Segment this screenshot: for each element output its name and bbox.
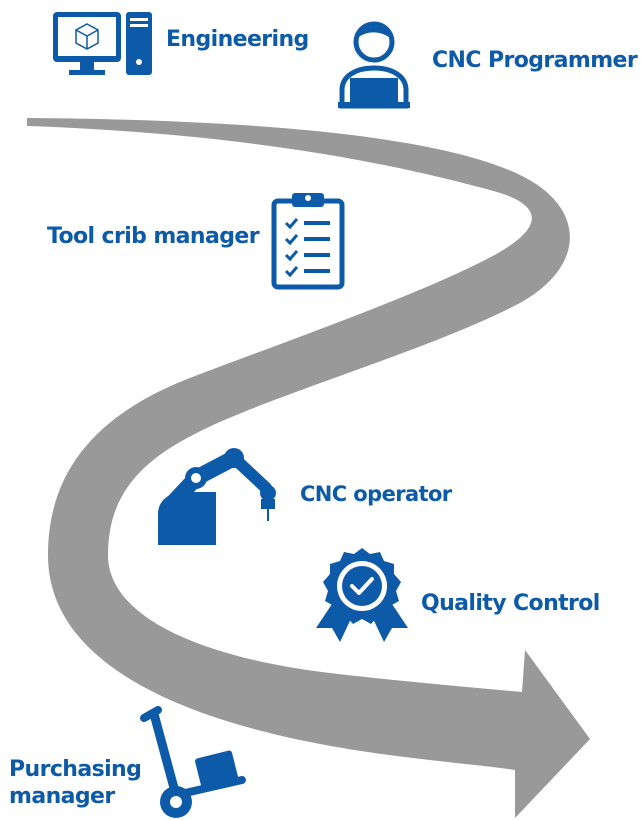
cnc-operator-label: CNC operator bbox=[300, 482, 452, 506]
quality-badge-icon bbox=[316, 548, 408, 642]
workflow-path-arrow bbox=[27, 118, 590, 818]
quality-control-label: Quality Control bbox=[421, 591, 600, 616]
hand-truck-icon bbox=[140, 706, 246, 818]
purchasing-manager-label: Purchasing manager bbox=[9, 757, 142, 809]
checklist-clipboard-icon bbox=[271, 193, 345, 290]
tool-crib-manager-label: Tool crib manager bbox=[47, 224, 260, 249]
computer-icon bbox=[53, 12, 152, 75]
robot-arm-icon bbox=[158, 448, 276, 545]
programmer-at-laptop-icon bbox=[338, 21, 410, 109]
engineering-label: Engineering bbox=[166, 27, 309, 52]
cnc-programmer-label: CNC Programmer bbox=[432, 48, 638, 73]
